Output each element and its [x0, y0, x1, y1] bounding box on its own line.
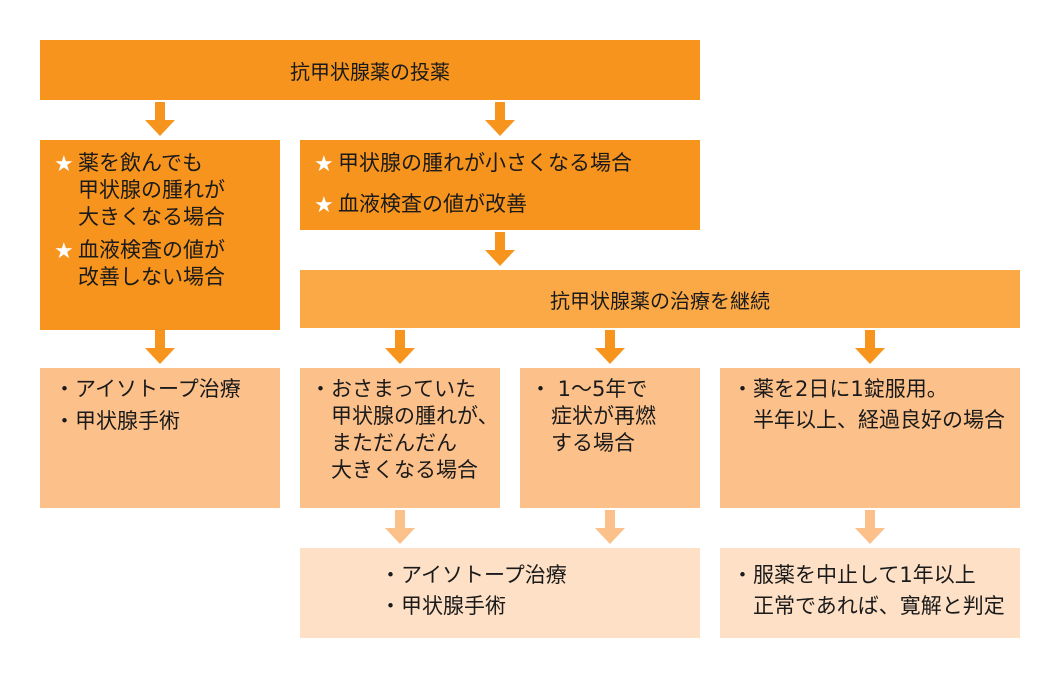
left-treatment-box: ・アイソトープ治療 ・甲状腺手術 — [40, 368, 280, 508]
continue-title: 抗甲状腺薬の治療を継続 — [550, 288, 770, 313]
arrow-down-icon — [855, 330, 885, 364]
arrow-down-icon — [595, 510, 625, 544]
star-icon: ★ — [54, 239, 74, 264]
arrow-down-icon — [485, 232, 515, 266]
star-icon: ★ — [314, 152, 334, 177]
right-condition-item: ★ 血液検査の値が改善 — [314, 192, 527, 218]
star-icon: ★ — [314, 193, 334, 218]
top-box: 抗甲状腺薬の投薬 — [40, 40, 700, 100]
left-condition-item: ★ 薬を飲んでも 甲状腺の腫れが 大きくなる場合 — [54, 151, 225, 229]
arrow-down-icon — [485, 102, 515, 136]
arrow-down-icon — [145, 102, 175, 136]
arrow-down-icon — [595, 330, 625, 364]
bottom-remission-box: ・服薬を中止して1年以上 正常であれば、寛解と判定 — [720, 548, 1020, 638]
right-condition-box: ★ 甲状腺の腫れが小さくなる場合 ★ 血液検査の値が改善 — [300, 140, 700, 230]
left-condition-item: ★ 血液検査の値が 改善しない場合 — [54, 238, 225, 289]
case-relapse-box: ・ 1～5年で 症状が再燃 する場合 — [520, 368, 700, 508]
right-condition-item: ★ 甲状腺の腫れが小さくなる場合 — [314, 151, 632, 177]
star-icon: ★ — [54, 152, 74, 177]
case-regrow-box: ・おさまっていた 甲状腺の腫れが、 まただんだん 大きくなる場合 — [300, 368, 500, 508]
bottom-treatment-box: ・アイソトープ治療 ・甲状腺手術 — [300, 548, 700, 638]
case-good-box: ・薬を2日に1錠服用。 半年以上、経過良好の場合 — [720, 368, 1020, 508]
left-condition-box: ★ 薬を飲んでも 甲状腺の腫れが 大きくなる場合 ★ 血液検査の値が 改善しない… — [40, 140, 280, 330]
arrow-down-icon — [385, 510, 415, 544]
arrow-down-icon — [855, 510, 885, 544]
top-title: 抗甲状腺薬の投薬 — [290, 59, 450, 84]
continue-box: 抗甲状腺薬の治療を継続 — [300, 270, 1020, 328]
arrow-down-icon — [145, 330, 175, 364]
arrow-down-icon — [385, 330, 415, 364]
